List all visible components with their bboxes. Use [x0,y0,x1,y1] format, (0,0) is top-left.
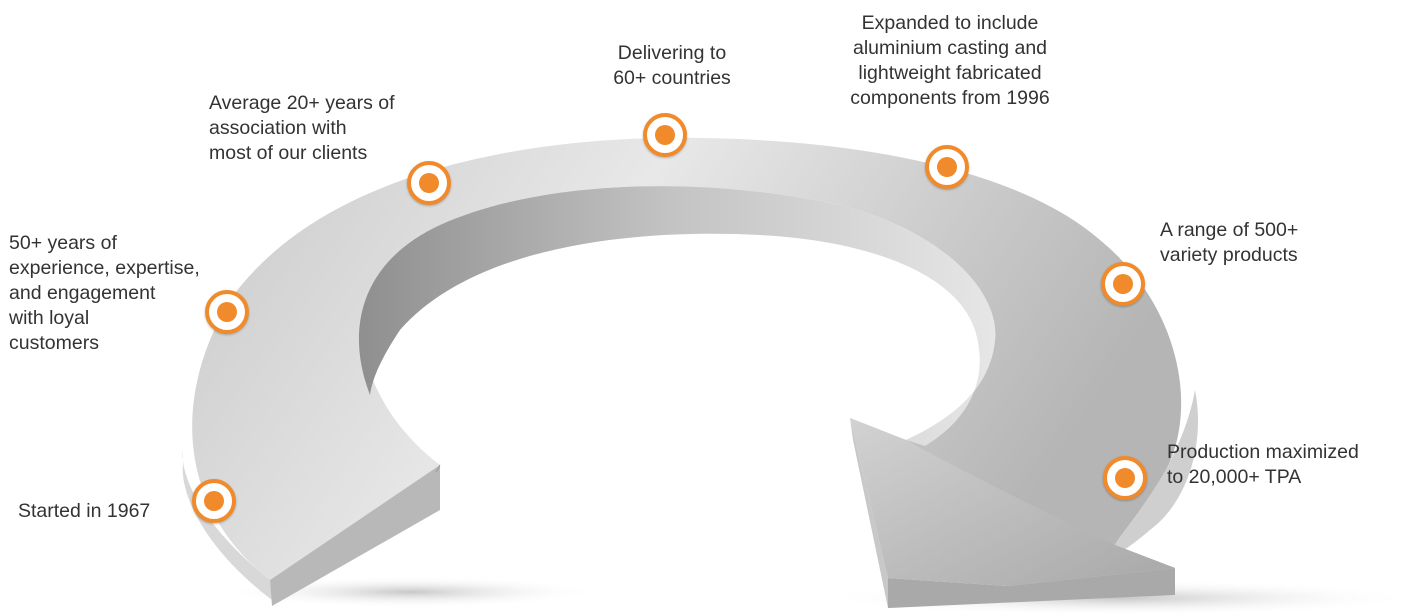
milestone-marker-aluminium [925,145,969,189]
milestone-marker-experience [205,290,249,334]
milestone-label-aluminium: Expanded to include aluminium casting an… [850,12,1050,109]
marker-dot [204,491,224,511]
arrow-head-bottom-face [888,568,1175,608]
milestone-marker-production [1103,456,1147,500]
milestone-marker-association [407,161,451,205]
floor-shadow-left [220,576,600,608]
arrow-tail-top-edge [435,464,441,473]
milestone-marker-products [1101,262,1145,306]
milestone-label-countries: Delivering to 60+ countries [613,42,731,89]
marker-dot [1113,274,1133,294]
arrow-head-top [850,418,1175,586]
arrow-inner-wall [358,186,996,447]
milestone-marker-started [192,479,236,523]
milestone-label-products: A range of 500+ variety products [1160,219,1299,266]
arrow-outer-wall-right [1115,390,1198,552]
arrow-head-left-face [850,418,888,608]
marker-dot [217,302,237,322]
arrow-tail-face [270,465,440,606]
arrow-outer-wall-left [182,450,272,600]
marker-dot [1115,468,1135,488]
milestone-marker-countries [643,113,687,157]
milestone-label-started: Started in 1967 [18,500,151,522]
milestone-label-production: Production maximized to 20,000+ TPA [1167,441,1359,488]
marker-dot [937,157,957,177]
marker-dot [655,125,675,145]
marker-dot [419,173,439,193]
milestone-label-association: Average 20+ years of association with mo… [209,92,395,164]
milestone-label-experience: 50+ years of experience, expertise, and … [9,232,200,354]
